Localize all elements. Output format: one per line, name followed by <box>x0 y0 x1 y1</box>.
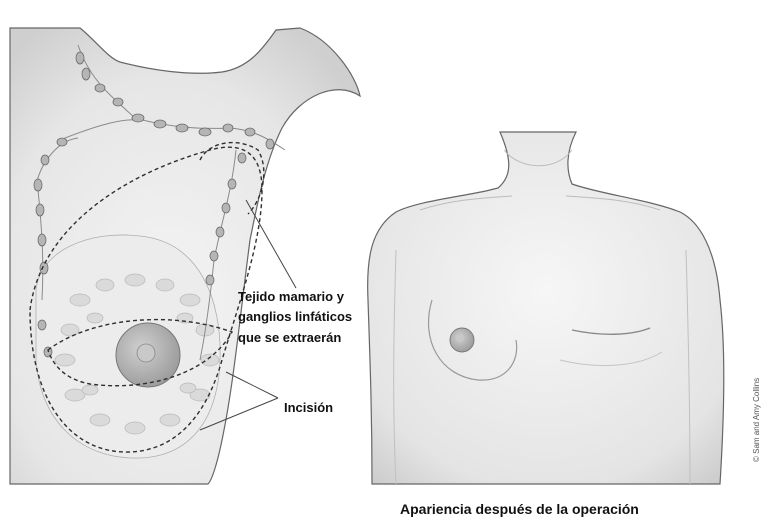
tissue-label-line-1: Tejido mamario y <box>238 288 344 305</box>
nipple <box>137 344 155 362</box>
post-surgery-caption: Apariencia después de la operación <box>400 501 639 517</box>
remaining-nipple-center <box>456 334 464 342</box>
tissue-pointer-line <box>246 200 296 288</box>
copyright-credit: © Sam and Amy Collins <box>752 378 761 462</box>
torso-silhouette <box>368 132 724 484</box>
incision-pointer-line-1 <box>226 372 278 398</box>
tissue-label-line-3: que se extraerán <box>238 329 341 346</box>
incision-label: Incisión <box>284 399 333 416</box>
tissue-label-line-2: ganglios linfáticos <box>238 308 352 325</box>
post-surgery-torso-view <box>368 132 724 484</box>
